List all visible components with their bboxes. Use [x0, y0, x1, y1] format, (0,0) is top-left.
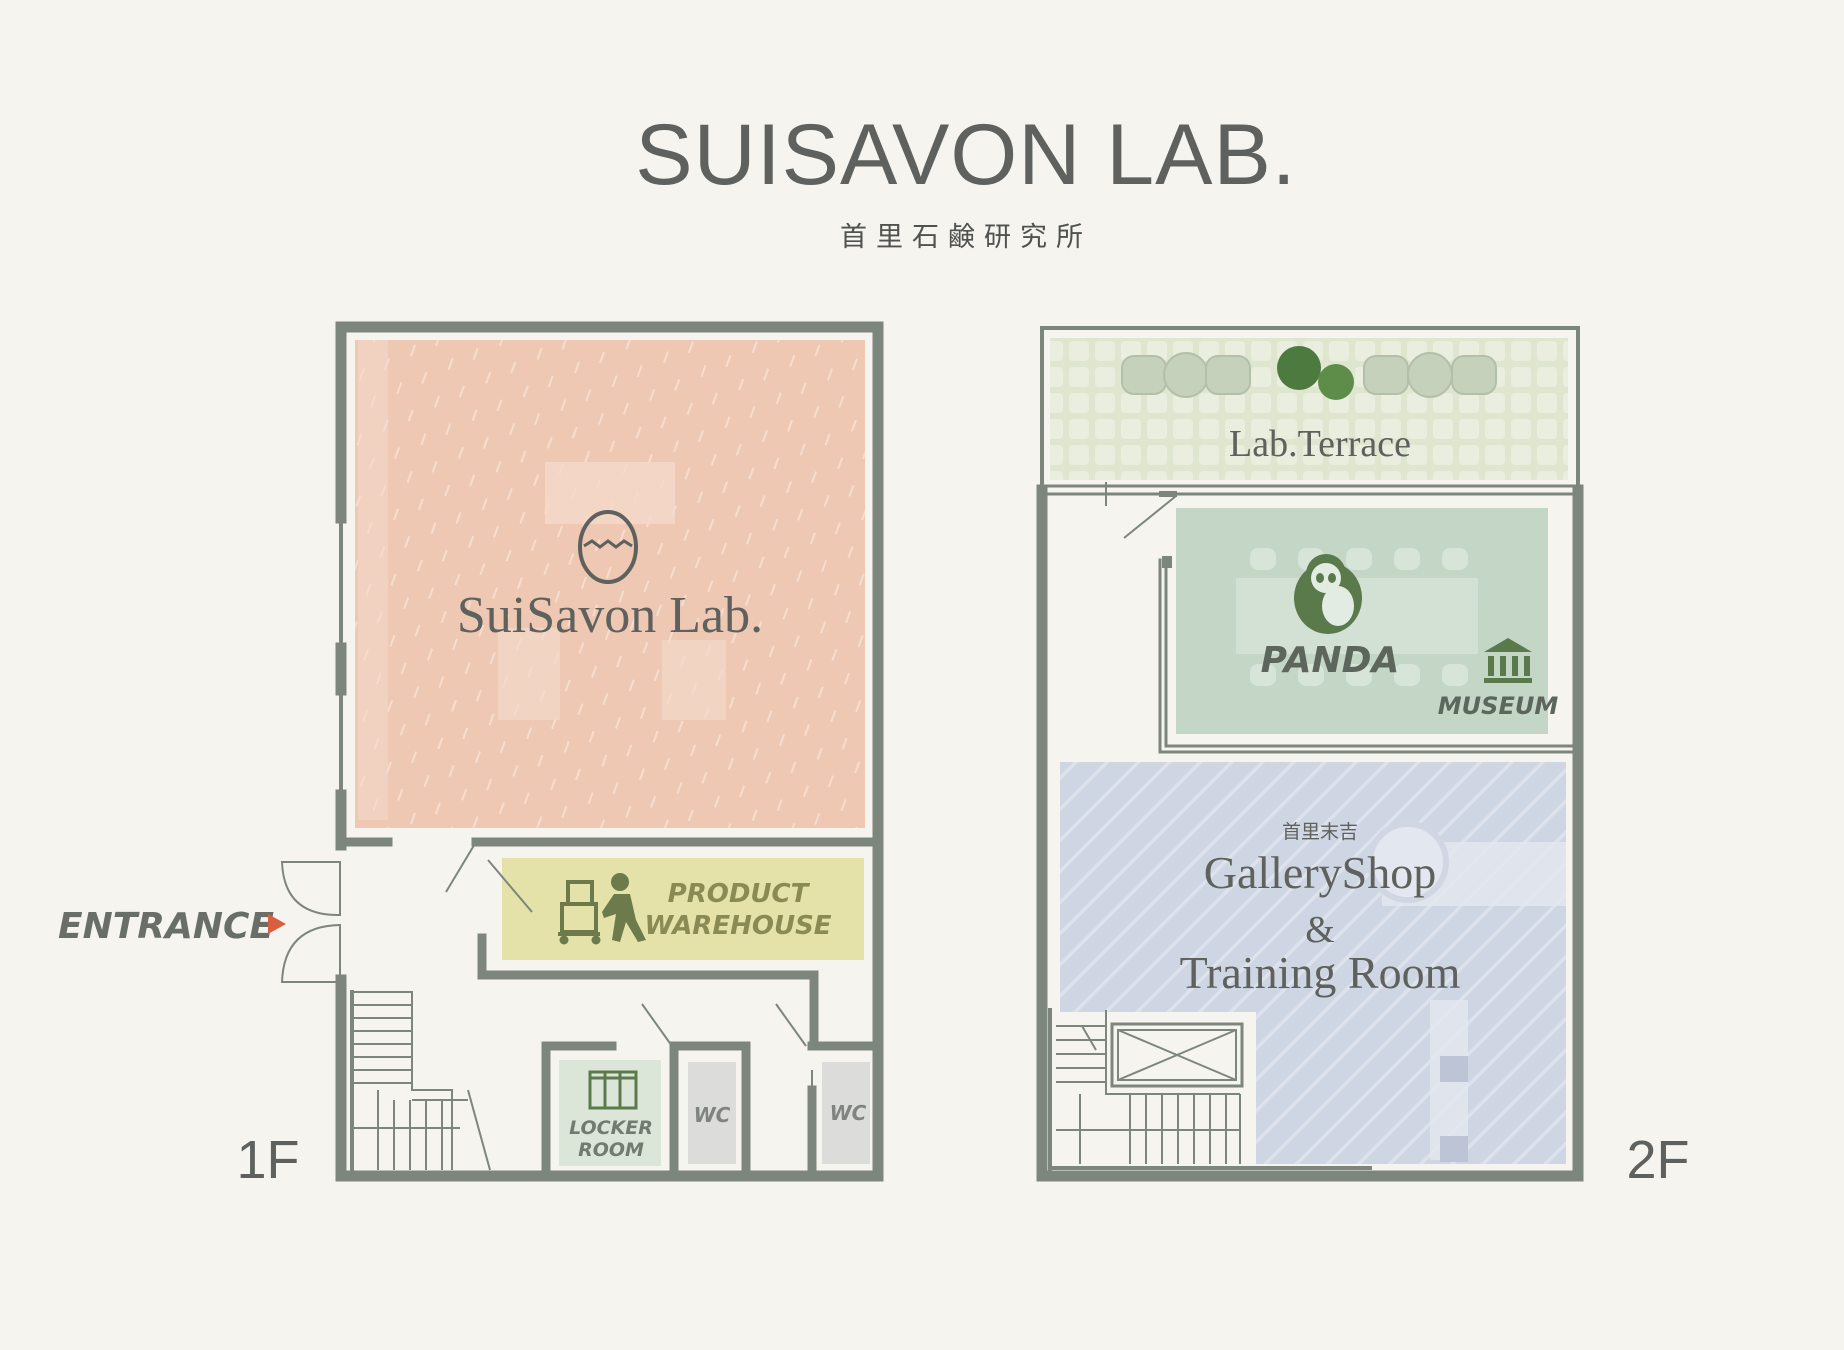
floor-1-plan: SuiSavon Lab. PRODUCT WAREHOUSE LOCKER R… — [58, 321, 884, 1190]
stairs-2f — [1056, 1010, 1241, 1164]
suisavon-lab-room — [355, 340, 865, 828]
floor-1-label: 1F — [236, 1130, 299, 1190]
stairs-1f — [352, 991, 491, 1171]
wc-2-room — [822, 1062, 870, 1164]
page-subtitle: 首里石鹸研究所 — [840, 222, 1092, 253]
training-room-label: Training Room — [1180, 947, 1461, 998]
page-title: SUISAVON LAB. — [635, 107, 1296, 203]
terrace-benches-icon — [1121, 352, 1497, 398]
lab-terrace-label: Lab.Terrace — [1229, 423, 1411, 465]
suisavon-lab-label: SuiSavon Lab. — [457, 587, 763, 644]
walls-2f — [1036, 326, 1584, 1182]
elevator-icon — [1110, 1022, 1244, 1088]
locker-label-line2: ROOM — [578, 1139, 644, 1161]
museum-label: MUSEUM — [1438, 692, 1559, 720]
gallery-shop-label: GalleryShop — [1204, 847, 1437, 898]
wc-2-label: WC — [830, 1101, 867, 1125]
entrance-arrow-icon — [268, 914, 286, 934]
product-warehouse-room — [502, 858, 864, 960]
entrance-label: ENTRANCE — [58, 906, 274, 947]
doors-1f — [280, 841, 813, 1095]
floor-2-plan: Lab.Terrace PANDA — [1036, 326, 1690, 1190]
museum-chairs — [1250, 548, 1468, 686]
walls-1f — [335, 321, 884, 1182]
floor-2-label: 2F — [1626, 1130, 1689, 1190]
warehouse-label-line1: PRODUCT — [668, 879, 811, 909]
panda-icon — [1294, 554, 1362, 634]
egg-icon — [578, 510, 638, 584]
wc-1-room — [688, 1062, 736, 1164]
locker-icon — [588, 1070, 638, 1110]
wc-1-label: WC — [694, 1103, 731, 1127]
warehouse-label-line2: WAREHOUSE — [644, 911, 831, 941]
panda-label: PANDA — [1261, 640, 1400, 681]
plant-icon — [1277, 346, 1354, 400]
gallery-ampersand-label: & — [1305, 909, 1335, 951]
locker-label-line1: LOCKER — [569, 1117, 653, 1139]
hand-truck-worker-icon — [558, 873, 646, 945]
museum-building-icon — [1484, 638, 1532, 683]
gallery-japanese-label: 首里末吉 — [1282, 821, 1358, 843]
doors-2f — [1105, 482, 1177, 539]
